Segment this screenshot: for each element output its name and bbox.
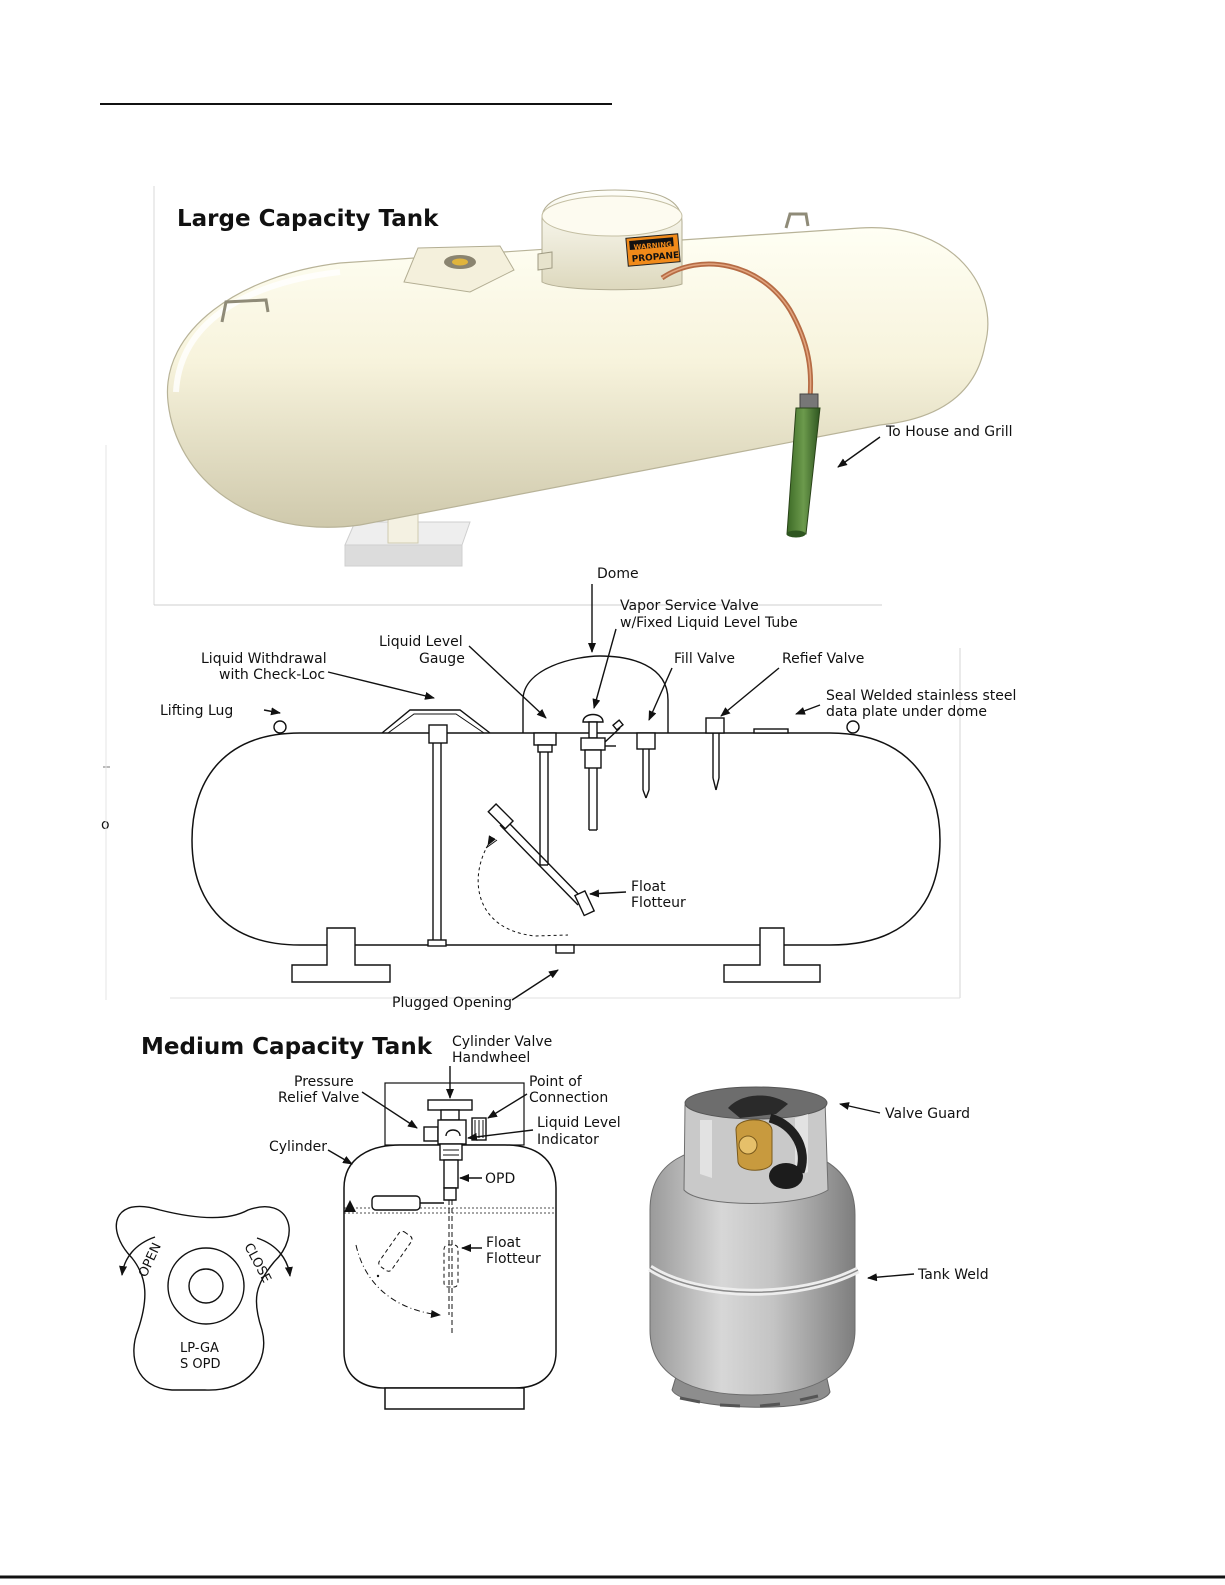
- label-text: Handwheel: [452, 1050, 530, 1066]
- label-liquid-level-gauge: Liquid Level: [379, 634, 463, 650]
- medium-tank-title: Medium Capacity Tank: [141, 1034, 433, 1060]
- label-float: Float: [631, 879, 666, 895]
- label-dome: Dome: [597, 566, 639, 582]
- cutaway-tank-body: [191, 732, 941, 946]
- label-point-of-connection: Point of: [529, 1074, 583, 1090]
- cutaway-leg-left: [291, 927, 391, 983]
- label-vapor-service-valve: Vapor Service Valve: [620, 598, 759, 614]
- cylinder-cutaway: [343, 1082, 557, 1410]
- stray-char: o: [101, 817, 110, 833]
- label-text: Flotteur: [486, 1251, 541, 1267]
- label-text: WARNING: [633, 240, 672, 251]
- label-valve-guard: Valve Guard: [885, 1106, 970, 1122]
- valve-dial: OPEN CLOSE LP-GA S OPD: [115, 1205, 293, 1391]
- label-cylinder-valve-handwheel: Cylinder Valve: [452, 1034, 552, 1050]
- label-lifting-lug: Lifting Lug: [160, 703, 233, 719]
- label-float-cylinder: Float: [486, 1235, 521, 1251]
- warning-label: WARNING PROPANE: [625, 233, 681, 267]
- label-text: Flotteur: [631, 895, 686, 911]
- label-liquid-level-indicator: Liquid Level: [537, 1115, 621, 1131]
- label-fill-valve: Fill Valve: [674, 651, 735, 667]
- label-text: PROPANE: [631, 251, 679, 265]
- label-text: with Check-Loc: [219, 667, 325, 683]
- label-opd: OPD: [485, 1171, 515, 1187]
- label-to-house: To House and Grill: [885, 424, 1013, 440]
- label-text: Indicator: [537, 1132, 599, 1148]
- label-text: Connection: [529, 1090, 608, 1106]
- label-pressure-relief-valve: Pressure: [294, 1074, 354, 1090]
- arrow-to-house: [837, 436, 881, 468]
- green-hose: [786, 407, 821, 535]
- label-text: LP-GA: [180, 1341, 219, 1356]
- label-text: Relief Valve: [278, 1090, 359, 1106]
- label-data-plate: Seal Welded stainless steel: [826, 688, 1016, 704]
- label-cylinder: Cylinder: [269, 1139, 327, 1155]
- cutaway-leg-right: [723, 927, 821, 983]
- gray-cylinder-illustration: [648, 1086, 860, 1408]
- large-tank-title: Large Capacity Tank: [177, 206, 439, 232]
- medium-tank-section: Medium Capacity Tank OPEN CLOSE LP-GA S …: [115, 1034, 989, 1410]
- label-liquid-withdrawal: Liquid Withdrawal: [201, 651, 327, 667]
- label-plugged-opening: Plugged Opening: [392, 995, 512, 1011]
- label-text: data plate under dome: [826, 704, 987, 720]
- label-text: S OPD: [180, 1357, 220, 1372]
- label-text: w/Fixed Liquid Level Tube: [620, 615, 798, 631]
- label-text: Gauge: [419, 651, 465, 667]
- label-relief-valve: Refief Valve: [782, 651, 864, 667]
- withdrawal-guard: [403, 245, 515, 293]
- cutaway-dome: [522, 655, 669, 733]
- label-tank-weld: Tank Weld: [917, 1267, 989, 1283]
- large-tank-illustration: WARNING PROPANE Large Capacity Tank To H…: [105, 186, 1013, 1000]
- large-tank-cutaway: Dome Vapor Service Valve w/Fixed Liquid …: [160, 566, 1016, 1011]
